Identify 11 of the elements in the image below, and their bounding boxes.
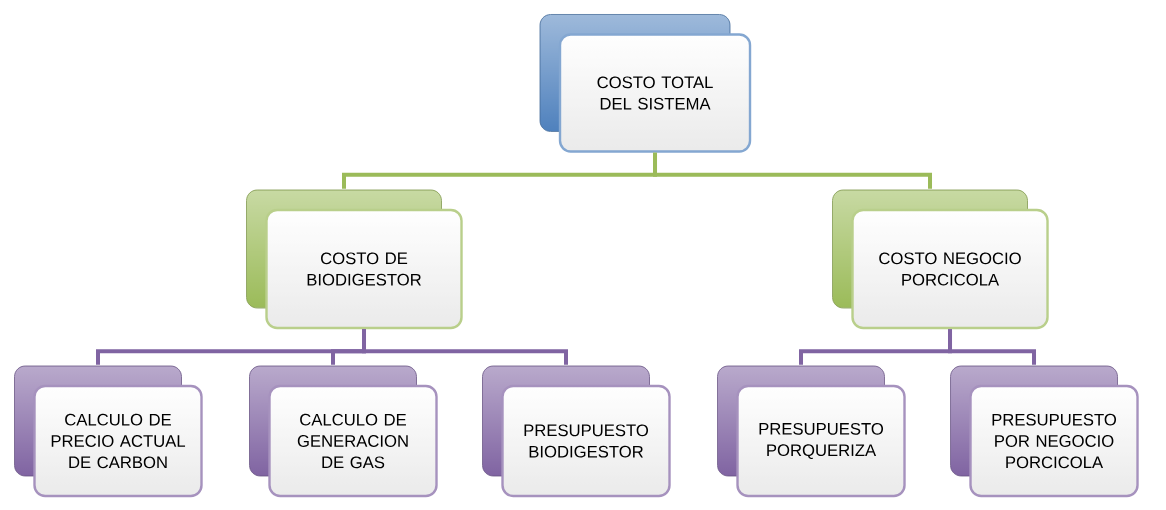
connector-line (653, 152, 932, 189)
process-box: COSTO TOTAL DEL SISTEMA (539, 14, 752, 153)
connector-line (362, 329, 568, 365)
connector-line (948, 329, 1036, 365)
process-box: COSTO DE BIODIGESTOR (246, 189, 463, 330)
process-box: COSTO NEGOCIO PORCICOLA (832, 189, 1049, 330)
process-box: CALCULO DE PRECIO ACTUAL DE CARBON (14, 365, 203, 498)
process-box: PRESUPUESTO BIODIGESTOR (482, 365, 671, 498)
process-box: PRESUPUESTO PORQUERIZA (717, 365, 906, 498)
process-box: PRESUPUESTO POR NEGOCIO PORCICOLA (950, 365, 1139, 498)
process-box: CALCULO DE GENERACION DE GAS (249, 365, 438, 498)
